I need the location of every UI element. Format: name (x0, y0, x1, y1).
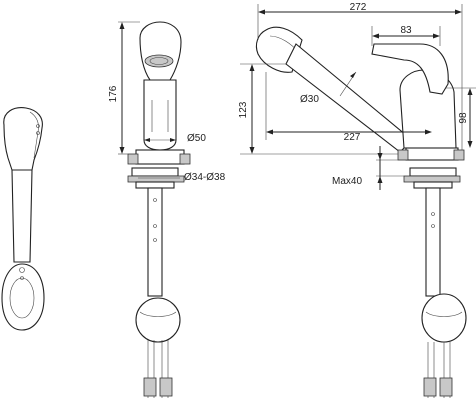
dim-hose-dia: Ø30 (300, 94, 319, 105)
side-view (255, 26, 467, 398)
dim-height-176: 176 (108, 85, 119, 102)
side-dimensions: 272 83 Ø30 123 227 98 (238, 2, 476, 190)
dim-spout-reach: 227 (344, 132, 361, 143)
dim-hole-dia: Ø34-Ø38 (184, 172, 226, 183)
dim-spout-height: 123 (238, 101, 249, 118)
top-view (1, 107, 45, 331)
dim-total-width: 272 (350, 2, 367, 13)
front-view (127, 21, 191, 398)
dim-body-dia: Ø50 (187, 133, 206, 144)
dim-body-height: 98 (458, 112, 469, 124)
front-dimensions: 176 Ø50 Ø34-Ø38 (108, 21, 226, 183)
dim-deck-max: Max40 (332, 176, 362, 187)
dim-lever-length: 83 (400, 25, 412, 36)
